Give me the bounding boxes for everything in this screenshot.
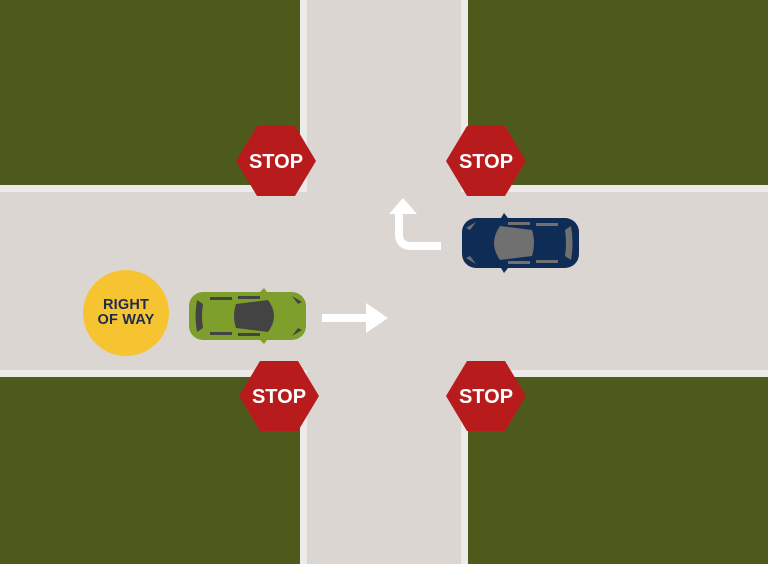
stop-sign-bottom-left: STOP <box>239 361 319 431</box>
straight-arrow-icon <box>322 303 388 333</box>
left-turn-arrow-icon <box>383 198 443 250</box>
blue-car <box>460 213 580 273</box>
badge-line-2: OF WAY <box>97 312 155 328</box>
stop-sign-top-right: STOP <box>446 126 526 196</box>
svg-text:STOP: STOP <box>459 386 513 408</box>
svg-text:STOP: STOP <box>252 386 306 408</box>
stop-sign-top-left: STOP <box>236 126 316 196</box>
curb-top-right-horizontal <box>461 185 768 192</box>
curb-bottom-left-horizontal <box>0 370 307 377</box>
curb-top-right-vertical <box>461 0 468 192</box>
car-icon <box>189 288 306 344</box>
car-icon <box>462 213 579 273</box>
stop-sign-icon: STOP <box>239 361 319 431</box>
curb-bottom-left-vertical <box>300 370 307 564</box>
right-of-way-badge: RIGHT OF WAY <box>83 270 169 356</box>
stop-sign-bottom-right: STOP <box>446 361 526 431</box>
curb-top-left-vertical <box>300 0 307 192</box>
curb-bottom-right-horizontal <box>461 370 768 377</box>
badge-line-1: RIGHT <box>102 297 150 313</box>
green-car <box>188 288 308 344</box>
stop-sign-icon: STOP <box>446 126 526 196</box>
curb-bottom-right-vertical <box>461 370 468 564</box>
curb-top-left-horizontal <box>0 185 307 192</box>
stop-sign-icon: STOP <box>446 361 526 431</box>
svg-text:STOP: STOP <box>249 151 303 173</box>
stop-sign-icon: STOP <box>236 126 316 196</box>
svg-text:STOP: STOP <box>459 151 513 173</box>
